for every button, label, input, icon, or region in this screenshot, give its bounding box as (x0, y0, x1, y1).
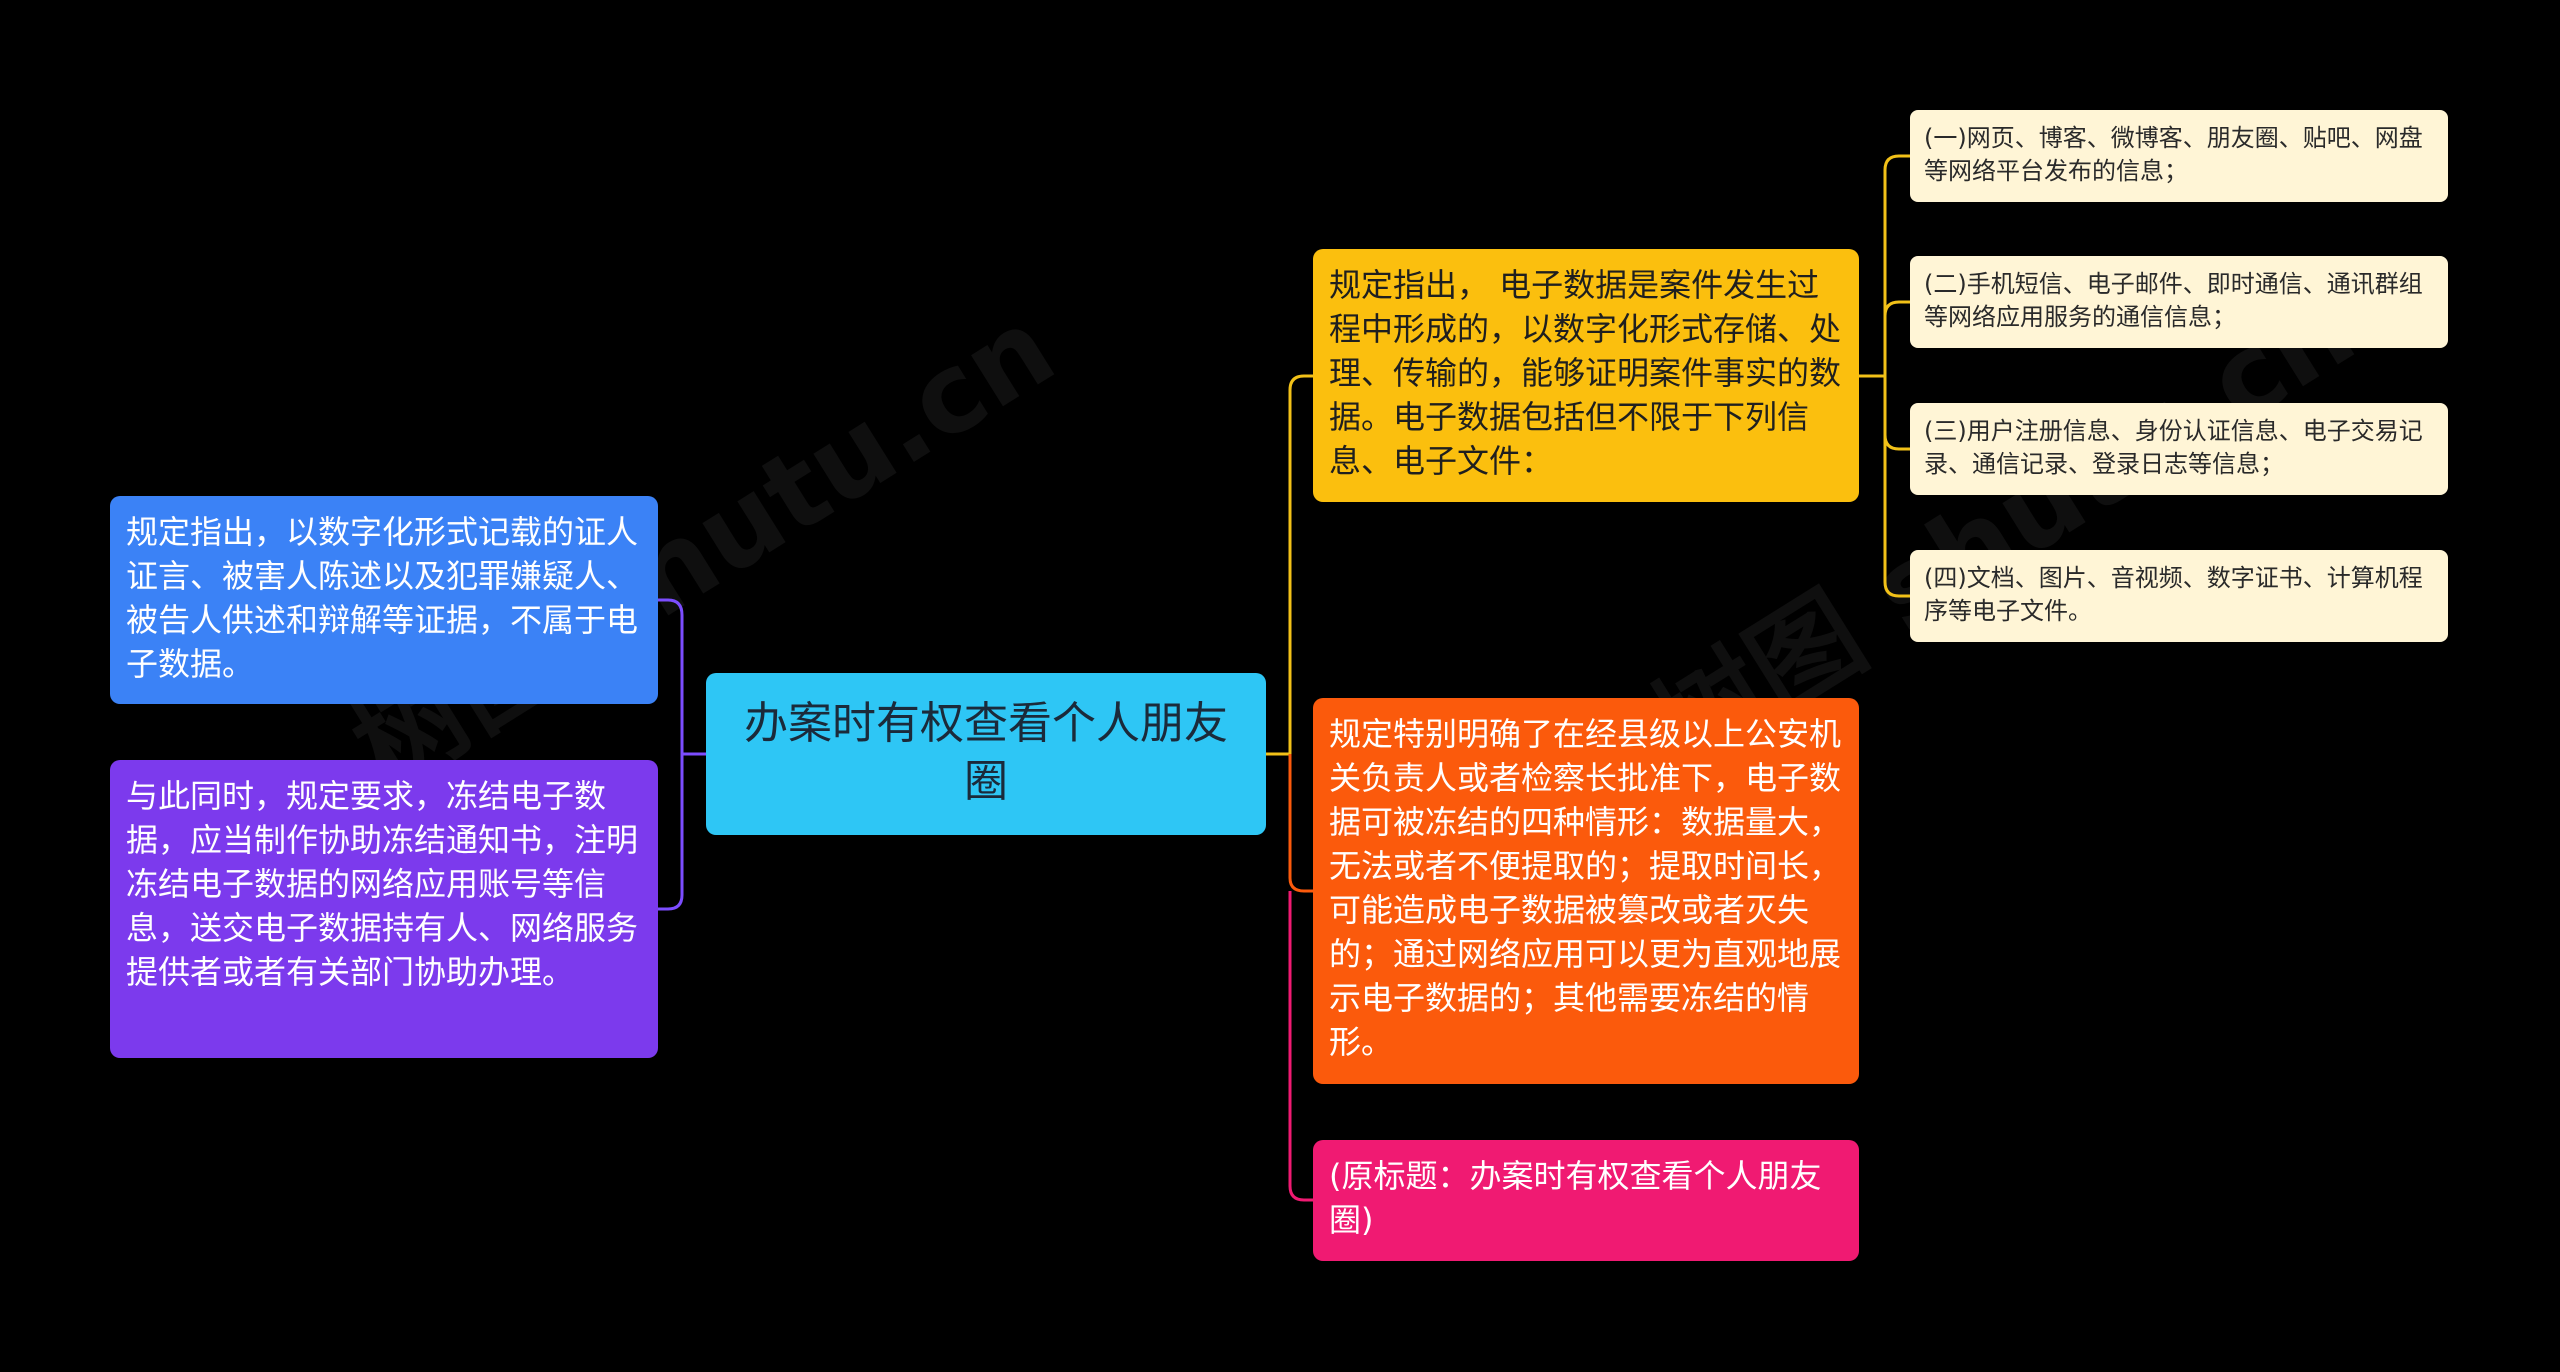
left-topic-1-text: 规定指出，以数字化形式记载的证人证言、被害人陈述以及犯罪嫌疑人、被告人供述和辩解… (126, 513, 639, 683)
leaf-topic-3-text: (三)用户注册信息、身份认证信息、电子交易记录、通信记录、登录日志等信息； (1924, 417, 2423, 478)
root-topic-text: 办案时有权查看个人朋友圈 (744, 698, 1228, 807)
link-leaf-4 (1883, 376, 1910, 598)
leaf-topic-1-text: (一)网页、博客、微博客、朋友圈、贴吧、网盘等网络平台发布的信息； (1924, 124, 2423, 185)
right-topic-2-text: 规定特别明确了在经县级以上公安机关负责人或者检察长批准下，电子数据可被冻结的四种… (1329, 715, 1842, 1061)
link-root-right-1 (1266, 374, 1313, 756)
link-root-left-1 (658, 598, 706, 756)
link-root-right-3 (1288, 891, 1313, 1202)
link-root-left-2 (658, 754, 684, 911)
root-topic[interactable]: 办案时有权查看个人朋友圈 (706, 673, 1266, 835)
leaf-topic-4-text: (四)文档、图片、音视频、数字证书、计算机程序等电子文件。 (1924, 564, 2423, 625)
left-topic-1[interactable]: 规定指出，以数字化形式记载的证人证言、被害人陈述以及犯罪嫌疑人、被告人供述和辩解… (110, 496, 658, 704)
right-topic-3[interactable]: (原标题：办案时有权查看个人朋友圈) (1313, 1140, 1859, 1261)
link-root-right-2 (1288, 754, 1313, 893)
leaf-topic-1[interactable]: (一)网页、博客、微博客、朋友圈、贴吧、网盘等网络平台发布的信息； (1910, 110, 2448, 202)
link-leaf-3 (1883, 376, 1910, 451)
right-topic-1[interactable]: 规定指出， 电子数据是案件发生过程中形成的，以数字化形式存储、处理、传输的，能够… (1313, 249, 1859, 502)
link-leaf-1 (1859, 154, 1910, 378)
leaf-topic-3[interactable]: (三)用户注册信息、身份认证信息、电子交易记录、通信记录、登录日志等信息； (1910, 403, 2448, 495)
leaf-topic-2-text: (二)手机短信、电子邮件、即时通信、通讯群组等网络应用服务的通信信息； (1924, 270, 2423, 331)
right-topic-1-text: 规定指出， 电子数据是案件发生过程中形成的，以数字化形式存储、处理、传输的，能够… (1329, 266, 1842, 480)
leaf-topic-4[interactable]: (四)文档、图片、音视频、数字证书、计算机程序等电子文件。 (1910, 550, 2448, 642)
right-topic-2[interactable]: 规定特别明确了在经县级以上公安机关负责人或者检察长批准下，电子数据可被冻结的四种… (1313, 698, 1859, 1084)
link-leaf-2 (1883, 300, 1910, 376)
left-topic-2[interactable]: 与此同时，规定要求，冻结电子数据，应当制作协助冻结通知书，注明冻结电子数据的网络… (110, 760, 658, 1058)
leaf-topic-2[interactable]: (二)手机短信、电子邮件、即时通信、通讯群组等网络应用服务的通信信息； (1910, 256, 2448, 348)
left-topic-2-text: 与此同时，规定要求，冻结电子数据，应当制作协助冻结通知书，注明冻结电子数据的网络… (126, 777, 639, 991)
right-topic-3-text: (原标题：办案时有权查看个人朋友圈) (1329, 1157, 1822, 1239)
